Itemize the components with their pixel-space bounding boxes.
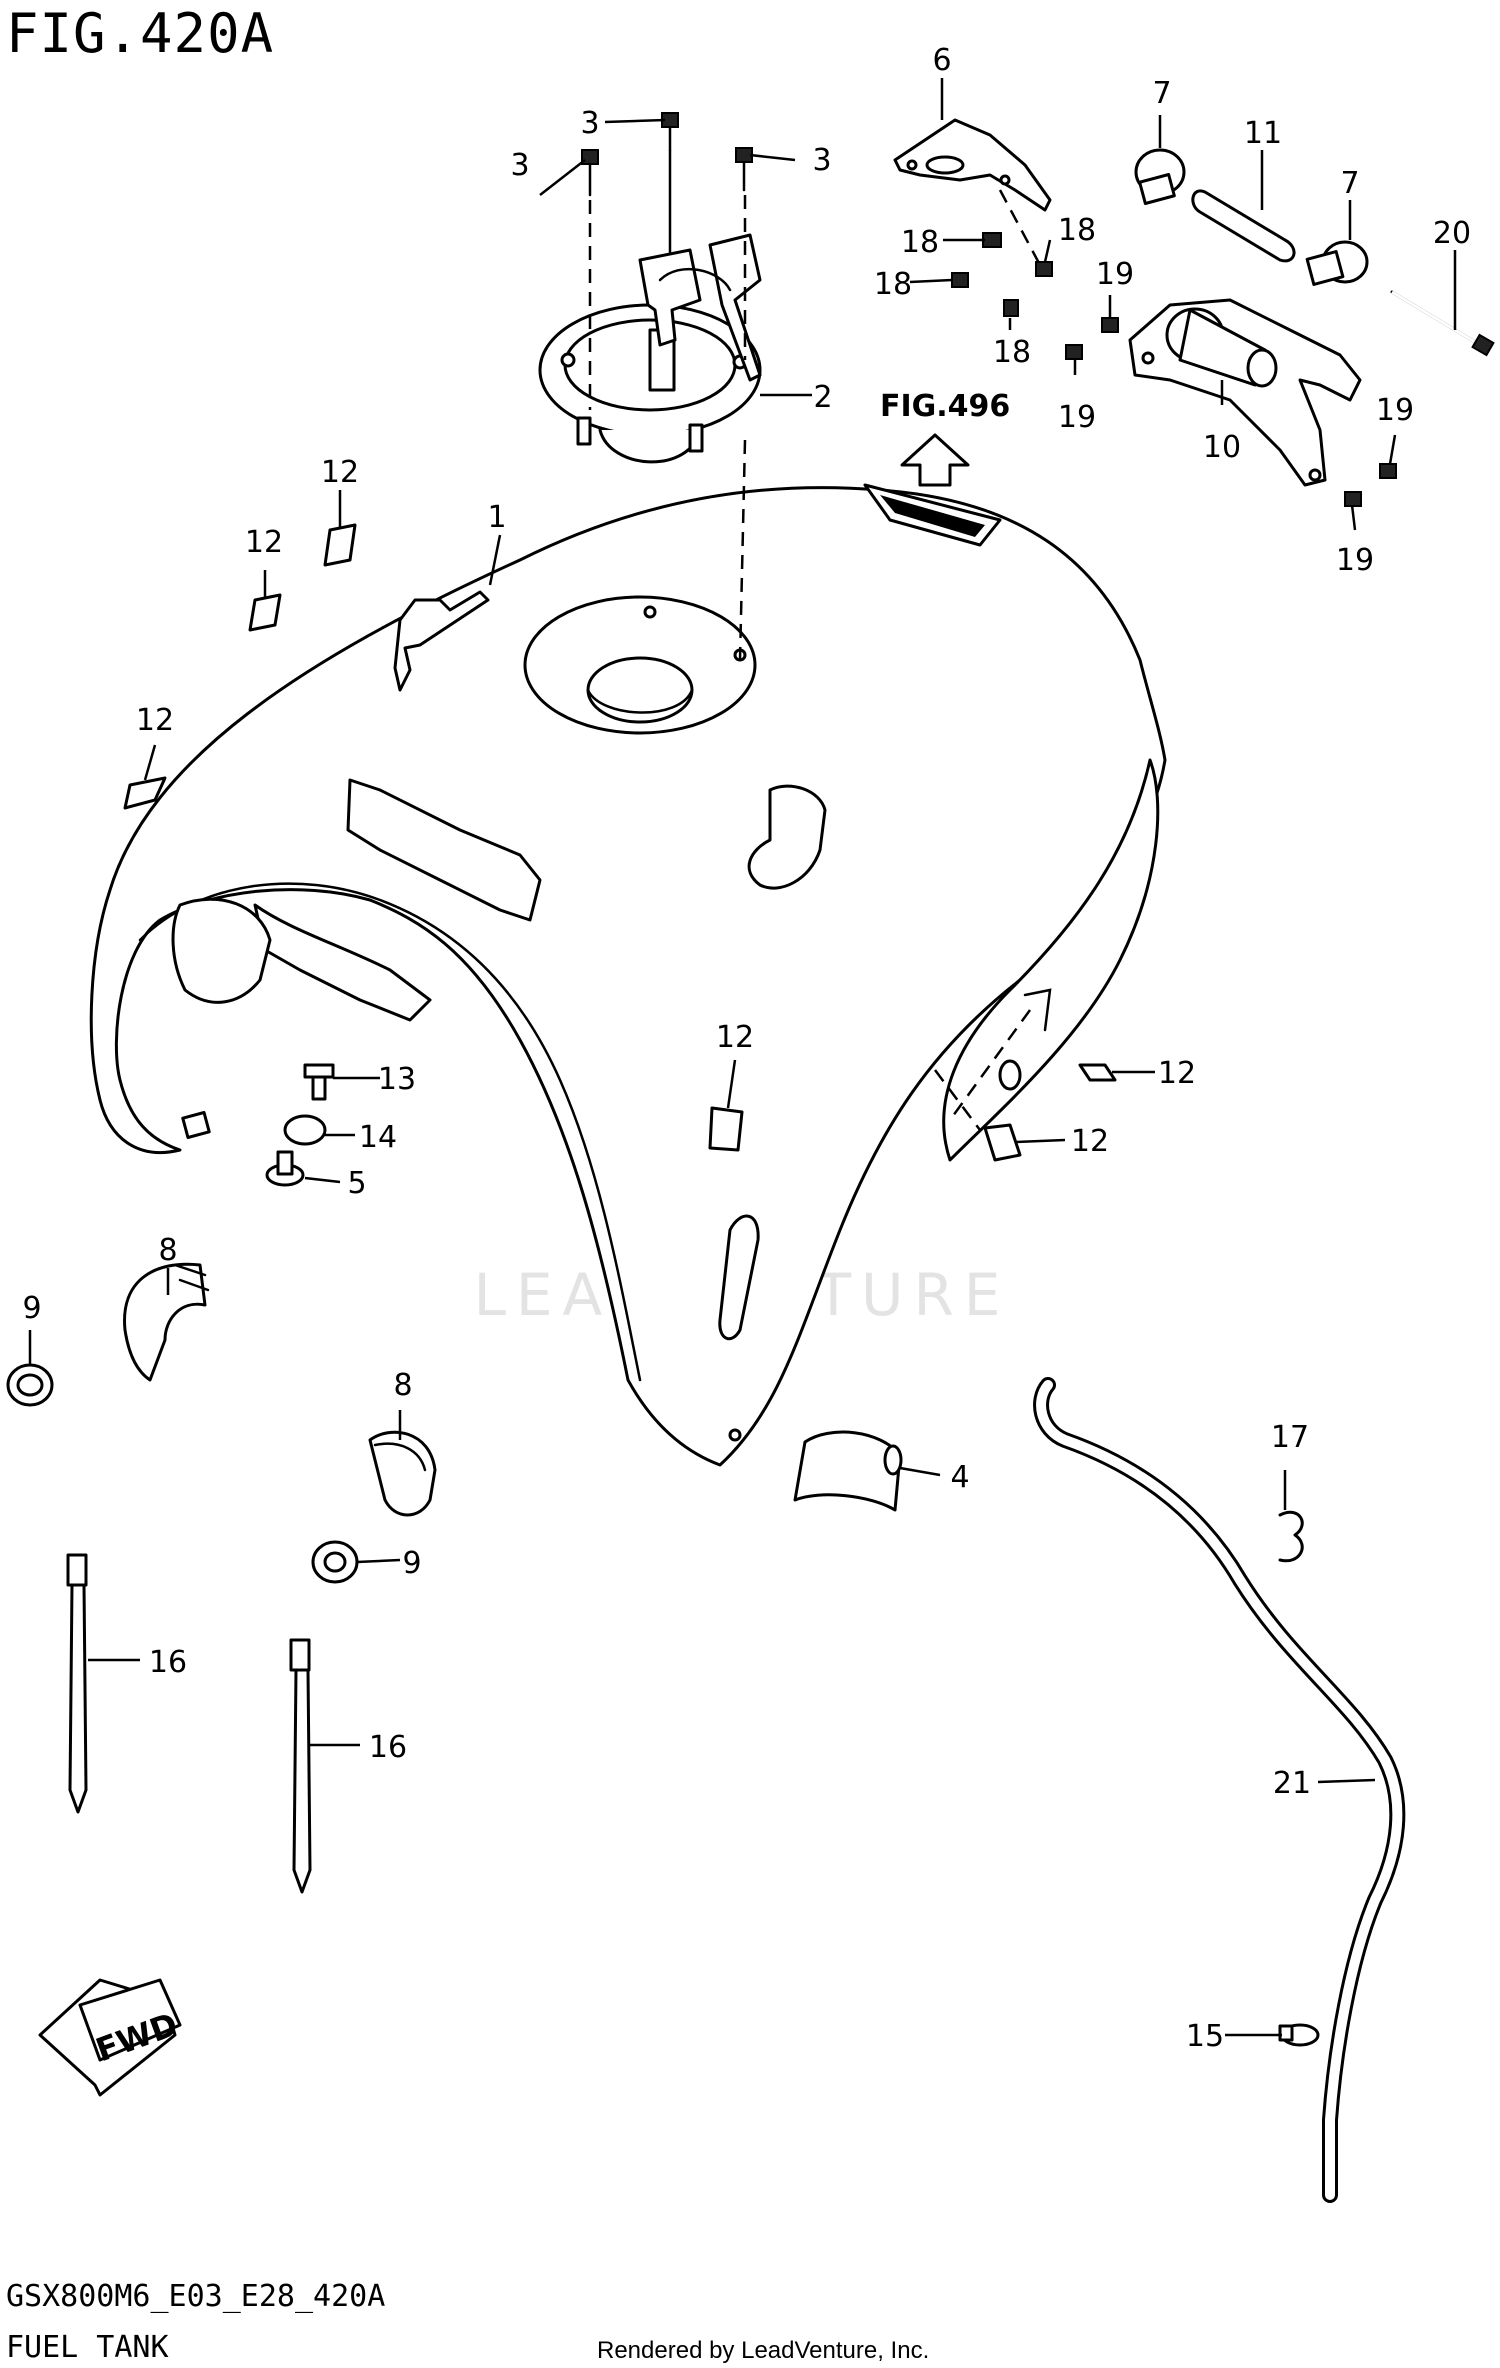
callout-18-a: 18 bbox=[901, 225, 939, 260]
callout-9-bottom: 9 bbox=[402, 1546, 421, 1581]
pad-12-b bbox=[248, 593, 282, 632]
callout-12-b: 12 bbox=[245, 525, 283, 560]
callout-21: 21 bbox=[1273, 1766, 1311, 1801]
screw-3-center bbox=[661, 112, 679, 152]
callout-3-left: 3 bbox=[510, 148, 529, 183]
hinge-10 bbox=[1128, 298, 1362, 487]
pin-11 bbox=[1191, 189, 1296, 263]
bushing-7-right bbox=[1305, 240, 1369, 286]
breather-hose-21 bbox=[1033, 1377, 1406, 2203]
callout-12-e: 12 bbox=[1158, 1056, 1196, 1091]
callout-15: 15 bbox=[1186, 2019, 1224, 2054]
cable-tie-16-b bbox=[289, 1638, 312, 1894]
callout-19-a: 19 bbox=[1096, 257, 1134, 292]
callout-18-b: 18 bbox=[1058, 213, 1096, 248]
bolt-19-d bbox=[1344, 491, 1362, 507]
callout-8-bottom: 8 bbox=[393, 1368, 412, 1403]
bushing-9-b bbox=[311, 1540, 359, 1584]
callout-16-a: 16 bbox=[149, 1645, 187, 1680]
callout-18-c: 18 bbox=[874, 267, 912, 302]
band-4 bbox=[793, 1430, 903, 1512]
callout-14: 14 bbox=[359, 1120, 397, 1155]
clip-17 bbox=[1278, 1511, 1304, 1563]
screw-13 bbox=[303, 1063, 335, 1101]
callout-18-d: 18 bbox=[993, 335, 1031, 370]
callout-7-right: 7 bbox=[1340, 166, 1359, 201]
bolt-19-a bbox=[1101, 317, 1119, 333]
bolt-19-c bbox=[1379, 463, 1397, 479]
fwd-arrow-icon: FWD bbox=[38, 1978, 183, 2097]
nut-18-c bbox=[951, 272, 969, 288]
pad-12-d bbox=[708, 1106, 744, 1152]
up-arrow-icon bbox=[900, 433, 970, 487]
fuel-tank-body bbox=[89, 486, 1167, 1467]
callout-3-right: 3 bbox=[812, 143, 831, 178]
grommet-14 bbox=[283, 1114, 327, 1146]
bolt-19-b bbox=[1065, 344, 1083, 360]
callout-6: 6 bbox=[932, 43, 951, 78]
model-code: GSX800M6_E03_E28_420A bbox=[6, 2279, 386, 2314]
callout-10: 10 bbox=[1203, 430, 1241, 465]
bushing-7-left bbox=[1134, 148, 1186, 206]
nut-18-d bbox=[1003, 299, 1019, 317]
callout-11: 11 bbox=[1244, 116, 1282, 151]
callout-3-center: 3 bbox=[580, 106, 599, 141]
callout-12-f: 12 bbox=[1071, 1124, 1109, 1159]
callout-19-c: 19 bbox=[1376, 393, 1414, 428]
callout-12-c: 12 bbox=[136, 703, 174, 738]
callout-19-b: 19 bbox=[1058, 400, 1096, 435]
nut-18-a bbox=[982, 232, 1002, 248]
pad-12-f bbox=[983, 1123, 1022, 1162]
fig-496-reference: FIG.496 bbox=[880, 389, 1010, 424]
callout-20: 20 bbox=[1433, 216, 1471, 251]
figure-title: FIG.420A bbox=[6, 2, 275, 65]
callout-4: 4 bbox=[950, 1460, 969, 1495]
cable-tie-16-a bbox=[66, 1553, 88, 1814]
pad-12-e bbox=[1078, 1063, 1117, 1082]
callout-5: 5 bbox=[347, 1166, 366, 1201]
clamp-15 bbox=[1278, 2023, 1320, 2047]
callout-2: 2 bbox=[813, 380, 832, 415]
bushing-9-a bbox=[6, 1363, 54, 1407]
callout-8-top: 8 bbox=[158, 1233, 177, 1268]
pad-12-c bbox=[123, 776, 167, 810]
callout-9-top: 9 bbox=[22, 1291, 41, 1326]
pad-12-a bbox=[323, 523, 357, 567]
callout-7-left: 7 bbox=[1152, 76, 1171, 111]
bolt-20 bbox=[1390, 290, 1495, 357]
callout-1: 1 bbox=[487, 500, 506, 535]
rubber-mount-8-a bbox=[123, 1262, 210, 1382]
callout-19-d: 19 bbox=[1336, 543, 1374, 578]
nut-18-b bbox=[1035, 261, 1053, 277]
render-credit: Rendered by LeadVenture, Inc. bbox=[597, 2337, 930, 2364]
screw-3-left bbox=[581, 149, 599, 197]
callout-12-a: 12 bbox=[321, 455, 359, 490]
rubber-mount-8-b bbox=[368, 1430, 437, 1517]
callout-17: 17 bbox=[1271, 1420, 1309, 1455]
fuel-cap-assembly bbox=[538, 233, 762, 464]
callout-16-b: 16 bbox=[369, 1730, 407, 1765]
section-name: FUEL TANK bbox=[6, 2330, 169, 2365]
collar-5 bbox=[265, 1150, 305, 1187]
bracket-6 bbox=[893, 118, 1052, 212]
callout-12-d: 12 bbox=[716, 1020, 754, 1055]
callout-13: 13 bbox=[378, 1062, 416, 1097]
screw-3-right bbox=[735, 147, 753, 192]
